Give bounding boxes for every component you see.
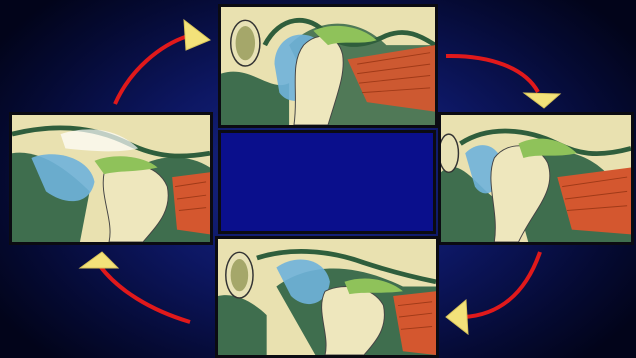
tmj-illustration-right-svg	[441, 115, 631, 242]
curved-arrow-icon	[446, 56, 560, 108]
curved-arrow-icon	[446, 252, 540, 334]
curved-arrow-icon	[80, 252, 190, 322]
tmj-illustration-left-svg	[12, 115, 210, 242]
center-box	[218, 130, 436, 234]
curved-arrow-icon	[115, 20, 210, 104]
tmj-opening-rotation-illustration	[438, 112, 634, 245]
tmj-illustration-bottom-svg	[218, 239, 436, 355]
tmj-closed-position-illustration	[218, 4, 438, 128]
tmj-illustration-top-svg	[221, 7, 435, 125]
tmj-closing-return-illustration	[9, 112, 213, 245]
tmj-full-opening-translation-illustration	[215, 236, 439, 358]
